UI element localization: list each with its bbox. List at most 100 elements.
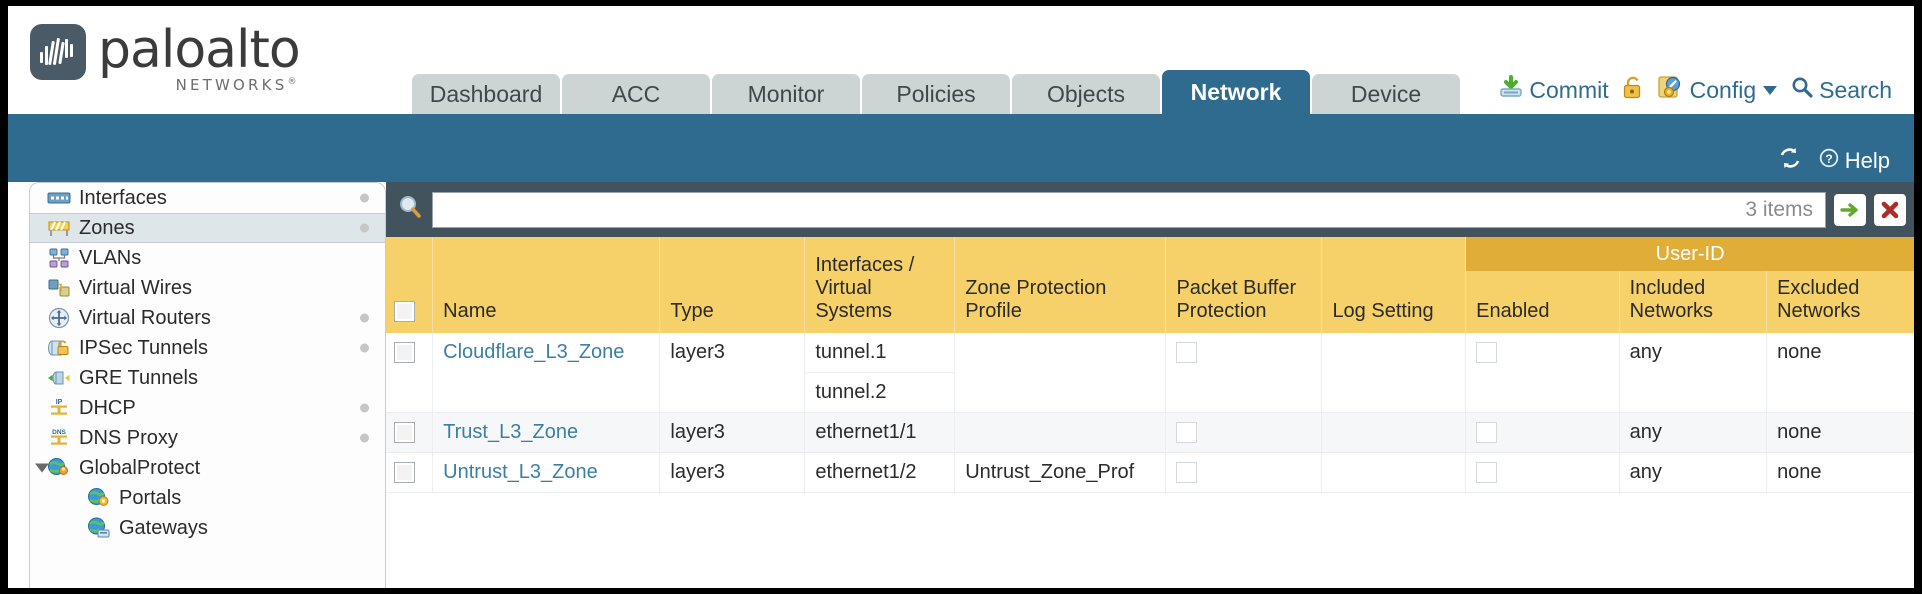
sidebar-item-dns-proxy[interactable]: DNS DNS Proxy [30, 423, 385, 453]
refresh-icon[interactable] [1777, 146, 1803, 176]
secondary-blue-band: ? Help [8, 114, 1914, 182]
status-dot [360, 313, 369, 323]
status-dot [360, 193, 369, 203]
sidebar-item-dhcp[interactable]: IP DHCP [30, 393, 385, 423]
userid-enabled-checkbox[interactable] [1476, 342, 1498, 364]
sidebar-item-label: Gateways [119, 516, 208, 539]
column-header-enabled[interactable]: Enabled [1465, 271, 1620, 333]
tab-monitor[interactable]: Monitor [712, 74, 860, 114]
sidebar-item-label: Virtual Routers [79, 306, 211, 329]
sidebar-item-virtual-wires[interactable]: Virtual Wires [30, 273, 385, 303]
sidebar-item-globalprotect[interactable]: GlobalProtect [30, 453, 385, 483]
search-icon[interactable] [396, 193, 424, 226]
cell-type: layer3 [659, 412, 805, 453]
interface-entry: tunnel.2 [815, 381, 887, 403]
tab-dashboard[interactable]: Dashboard [412, 74, 560, 114]
table-row[interactable]: Trust_L3_Zone layer3 ethernet1/1 any [386, 412, 1914, 453]
cell-zone-protection-profile [954, 412, 1166, 453]
sidebar-item-virtual-routers[interactable]: Virtual Routers [30, 303, 385, 333]
brand-logo: paloalto NETWORKS® [30, 24, 301, 94]
column-group-header-user-id: User-ID [1465, 237, 1914, 271]
cell-userid-enabled [1465, 452, 1620, 493]
tab-policies[interactable]: Policies [862, 74, 1010, 114]
userid-enabled-checkbox[interactable] [1476, 462, 1498, 484]
search-input[interactable] [445, 197, 1746, 222]
sidebar-item-portals[interactable]: Portals [30, 483, 385, 513]
chevron-down-icon[interactable] [35, 463, 49, 473]
table-header-row: Enabled Included Networks Excluded Netwo… [386, 271, 1914, 333]
sidebar-item-vlans[interactable]: VLANs [30, 243, 385, 273]
zone-name-link[interactable]: Untrust_L3_Zone [443, 461, 598, 483]
help-label: Help [1844, 148, 1890, 173]
tab-label: Network [1190, 78, 1282, 105]
column-header-zone-protection-profile[interactable]: Zone Protection Profile [954, 237, 1166, 333]
help-icon: ? [1817, 146, 1841, 176]
cell-interfaces: tunnel.1 tunnel.2 [804, 333, 955, 413]
cell-included-networks: any [1618, 333, 1767, 413]
apply-filter-button[interactable] [1834, 193, 1866, 226]
sidebar-item-gateways[interactable]: Gateways [30, 513, 385, 543]
cell-log-setting [1321, 412, 1466, 453]
top-action-bar: Commit [1498, 74, 1892, 106]
gateways-icon [86, 517, 112, 539]
tab-objects[interactable]: Objects [1012, 74, 1160, 114]
chevron-down-icon[interactable] [1763, 85, 1778, 95]
row-checkbox[interactable] [394, 422, 415, 444]
search-icon [1790, 75, 1814, 105]
cell-excluded-networks: none [1766, 412, 1914, 453]
sidebar-item-ipsec-tunnels[interactable]: IPSec Tunnels [30, 333, 385, 363]
interface-entry: tunnel.1 [805, 333, 955, 373]
table-row[interactable]: Untrust_L3_Zone layer3 ethernet1/2 Untru… [386, 452, 1914, 493]
packet-buffer-protection-checkbox[interactable] [1176, 342, 1198, 364]
commit-icon [1498, 74, 1524, 106]
dns-proxy-icon: DNS [46, 427, 72, 449]
zones-panel: 3 items [386, 182, 1914, 588]
packet-buffer-protection-checkbox[interactable] [1176, 422, 1198, 444]
sidebar-item-gre-tunnels[interactable]: GRE Tunnels [30, 363, 385, 393]
row-checkbox[interactable] [394, 342, 415, 364]
tab-label: Objects [1047, 80, 1125, 107]
brand-tagline: NETWORKS® [175, 76, 300, 94]
help-button[interactable]: ? Help [1817, 146, 1890, 176]
svg-text:?: ? [1825, 152, 1832, 166]
tab-device[interactable]: Device [1312, 74, 1460, 114]
column-header-name[interactable]: Name [432, 237, 660, 333]
packet-buffer-protection-checkbox[interactable] [1176, 462, 1198, 484]
sidebar-item-interfaces[interactable]: Interfaces [30, 183, 385, 213]
sidebar-item-label: IPSec Tunnels [79, 336, 208, 359]
row-select-cell [386, 412, 433, 453]
column-header-interfaces-vsys[interactable]: Interfaces / Virtual Systems [804, 237, 955, 333]
row-checkbox[interactable] [394, 462, 415, 484]
vlans-icon [46, 247, 72, 269]
lock-button[interactable] [1622, 75, 1644, 106]
items-count-label: 3 items [1745, 197, 1813, 221]
cell-packet-buffer-protection [1165, 333, 1322, 413]
clear-filter-button[interactable] [1874, 193, 1906, 226]
commit-label: Commit [1529, 76, 1609, 103]
commit-button[interactable]: Commit [1498, 74, 1609, 106]
filter-input-wrapper[interactable]: 3 items [432, 191, 1826, 228]
column-header-log-setting[interactable]: Log Setting [1321, 237, 1466, 333]
column-header-excluded-networks[interactable]: Excluded Networks [1766, 271, 1914, 333]
palo-alto-web-interface: paloalto NETWORKS® Dashboard ACC Monitor… [8, 6, 1914, 588]
column-header-packet-buffer-protection[interactable]: Packet Buffer Protection [1165, 237, 1322, 333]
zone-name-link[interactable]: Trust_L3_Zone [443, 421, 579, 443]
zone-name-link[interactable]: Cloudflare_L3_Zone [443, 341, 625, 363]
select-all-checkbox[interactable] [394, 301, 415, 323]
column-header-included-networks[interactable]: Included Networks [1618, 271, 1767, 333]
tab-network[interactable]: Network [1162, 70, 1310, 114]
cell-excluded-networks: none [1766, 333, 1914, 413]
sidebar-item-label: DNS Proxy [79, 426, 178, 449]
table-row[interactable]: Cloudflare_L3_Zone layer3 tunnel.1 tunne… [386, 333, 1914, 413]
userid-enabled-checkbox[interactable] [1476, 422, 1498, 444]
sidebar-item-zones[interactable]: Zones [30, 213, 385, 243]
search-button[interactable]: Search [1790, 75, 1892, 105]
table-group-header-row: Name Type Interfaces / Virtual Systems Z… [386, 237, 1914, 333]
band-tools: ? Help [1777, 146, 1890, 176]
tab-acc[interactable]: ACC [562, 74, 710, 114]
column-header-type[interactable]: Type [659, 237, 805, 333]
config-menu-button[interactable]: Config [1657, 74, 1778, 106]
select-all-header-cell [386, 237, 433, 333]
interfaces-icon [46, 187, 72, 209]
padlock-icon [1622, 75, 1644, 106]
